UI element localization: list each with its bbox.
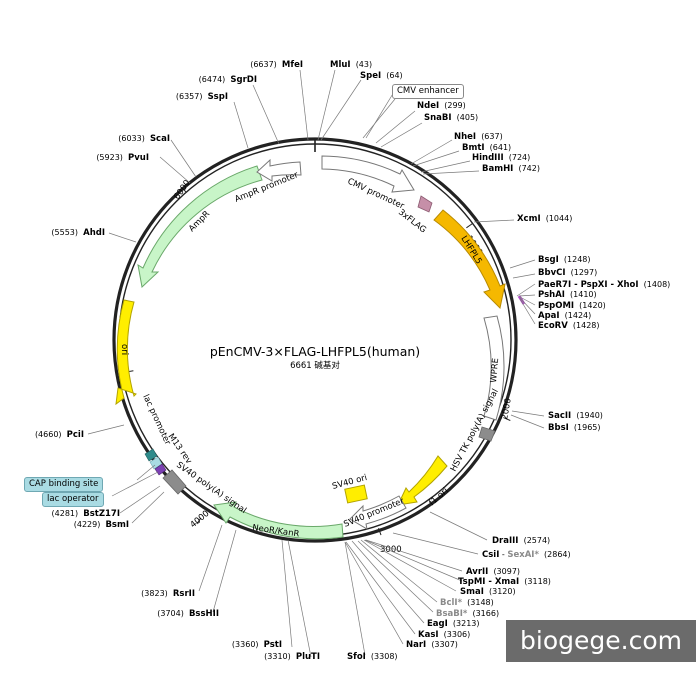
plasmid-size: 6661 碱基对 [290, 360, 340, 371]
site-bsmi: (4229) BsmI [74, 512, 129, 531]
site-eagi: EagI (3213) [427, 611, 480, 630]
site-ahdi: (5553) AhdI [51, 220, 105, 239]
site-sspi: (6357) SspI [176, 84, 228, 103]
plasmid-title: pEnCMV-3×FLAG-LHFPL5(human) [210, 344, 420, 359]
site-tspmi-xmai: TspMI - XmaI (3118) [458, 569, 551, 588]
hsv-tk-box [478, 426, 496, 442]
tick-label-3000: 3000 [380, 545, 402, 555]
tick-label-2000: 2000 [500, 397, 514, 420]
site-bamhi: BamHI (742) [482, 156, 540, 175]
site-bbsi: BbsI (1965) [548, 415, 601, 434]
site-nhei: NheI (637) [454, 124, 503, 143]
site-sgrdi: (6474) SgrDI [199, 67, 257, 86]
sv40-ori-box [344, 484, 368, 504]
site-snabi: SnaBI (405) [424, 105, 478, 124]
site-scai: (6033) ScaI [118, 126, 170, 145]
site-kasi: KasI (3306) [418, 622, 470, 641]
site-bsgi: BsgI (1248) [538, 247, 591, 266]
site-sfoi: SfoI (3308) [347, 644, 398, 663]
wpre-box [483, 315, 505, 421]
site-bcli: BclI* (3148) [440, 590, 494, 609]
sv40-promoter-arrow [349, 495, 407, 530]
site-csii-sexai: CsiI - SexAI* (2864) [482, 542, 571, 561]
ori-box [115, 299, 137, 406]
site-pcii: (4660) PciI [35, 422, 84, 441]
site-mfei: (6637) MfeI [250, 52, 303, 71]
site-ecorv: EcoRV (1428) [538, 313, 600, 332]
site-sacii: SacII (1940) [548, 403, 603, 422]
f1-ori-arrow [397, 455, 448, 506]
site-pspomi: PspOMI (1420) [538, 293, 606, 312]
watermark: biogege.com [506, 620, 696, 662]
lac-promoter-mark [144, 448, 158, 462]
site-hindiii: HindIII (724) [472, 145, 530, 164]
f1-ori-label: f1 ori [427, 486, 450, 508]
site-bstz17i: (4281) BstZ17I [52, 501, 120, 520]
ori-label: ori [119, 344, 129, 355]
site-spei: SpeI (64) [360, 63, 403, 82]
site-pluti: (3310) PluTI [264, 644, 320, 663]
leader-lines [87, 69, 545, 658]
site-nari: NarI (3307) [406, 632, 458, 651]
site-bbvci: BbvCI (1297) [538, 260, 597, 279]
ampr-promoter-arrow [256, 158, 302, 182]
cmv-promoter-arrow [321, 155, 415, 193]
lhfpl5-arrow [433, 209, 506, 310]
site-pvui: (5923) PvuI [96, 145, 149, 164]
site-psti: (3360) PstI [232, 632, 282, 651]
site-mlui: MluI (43) [330, 52, 372, 71]
site-paer7i-pspxi-xhoi: PaeR7I - PspXI - XhoI (1408) [538, 272, 670, 291]
site-avrii: AvrII (3097) [466, 559, 520, 578]
lac-operator-label: lac operator [42, 492, 104, 507]
flag-label: 3xFLAG [396, 207, 428, 235]
tick-marks [126, 186, 511, 536]
site-ndei: NdeI (299) [417, 93, 466, 112]
flag-tag [417, 195, 433, 213]
site-rsrii: (3823) RsrII [141, 581, 195, 600]
sv40-polya-label: SV40 poly(A) signal [174, 460, 248, 516]
site-pshai: PshAI (1410) [538, 282, 597, 301]
sv40-polya-box [162, 469, 187, 495]
site-smai: SmaI (3120) [460, 579, 516, 598]
site-apai: ApaI (1424) [538, 303, 591, 322]
site-xcmi: XcmI (1044) [517, 206, 572, 225]
cap-binding-site-label: CAP binding site [24, 477, 104, 492]
neor-kanr-arrow [213, 501, 344, 540]
wpre-label: WPRE [489, 358, 501, 384]
ampr-arrow [137, 165, 263, 288]
site-bmti: BmtI (641) [462, 135, 511, 154]
site-draiii: DraIII (2574) [492, 528, 550, 547]
site-bsabi: BsaBI* (3166) [436, 601, 499, 620]
site-bsshii: (3704) BssHII [157, 601, 219, 620]
cmv-enhancer-label: CMV enhancer [392, 84, 464, 99]
